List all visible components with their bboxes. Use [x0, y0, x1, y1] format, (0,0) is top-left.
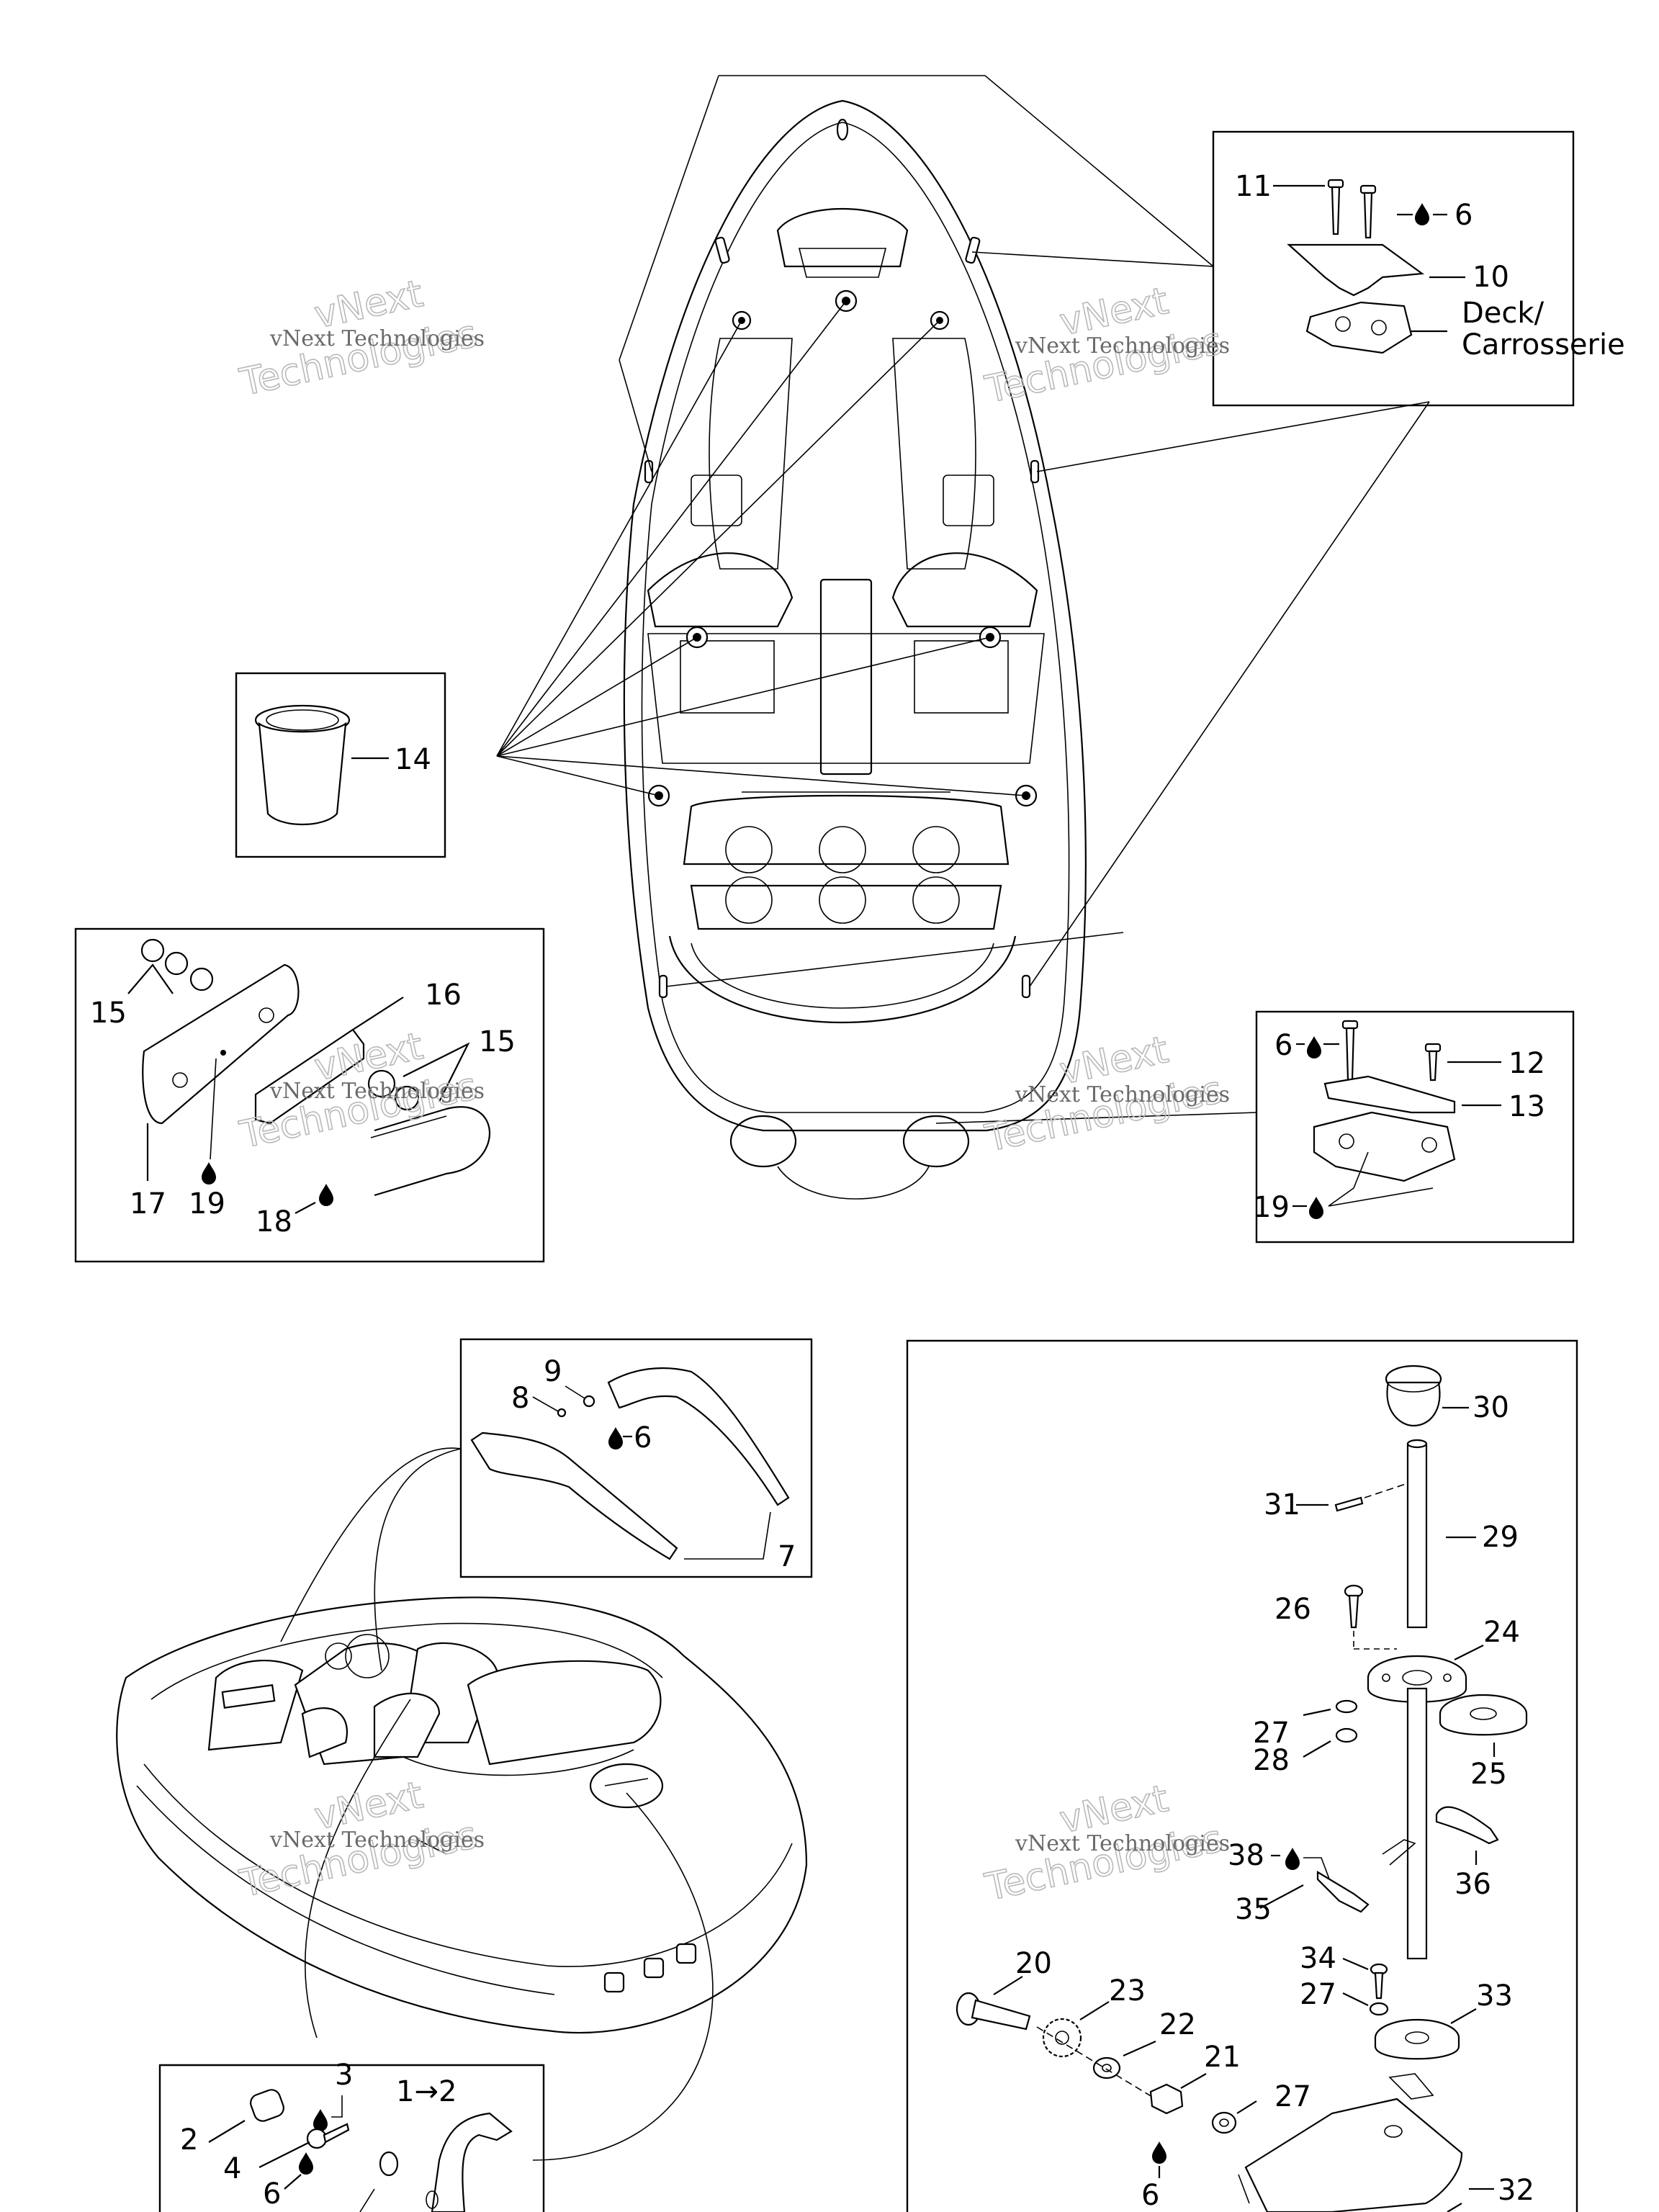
- retainer-strip: [1323, 1075, 1456, 1114]
- cup-holder-box: 14: [235, 672, 446, 858]
- callout-17: 17: [130, 1187, 166, 1220]
- callout-6b: 6: [1274, 1029, 1292, 1062]
- adhesive-drop-icon: [202, 1162, 216, 1184]
- callout-6e: 6: [1141, 2179, 1159, 2212]
- callout-16: 16: [425, 979, 462, 1012]
- callout-1-to-2: 1→2: [396, 2075, 457, 2108]
- callout-22: 22: [1159, 2008, 1196, 2041]
- callout-34: 34: [1300, 1942, 1336, 1975]
- adhesive-drop-icon: [1285, 1848, 1300, 1870]
- svg-text:vNext Technologies: vNext Technologies: [269, 1827, 485, 1853]
- screw-icon: [1327, 179, 1377, 239]
- svg-text:vNext Technologies: vNext Technologies: [1015, 333, 1230, 359]
- deck-top-view: [623, 99, 1087, 1200]
- deck-label-line1: Deck/: [1462, 297, 1545, 330]
- callout-33: 33: [1476, 1979, 1513, 2013]
- callout-28: 28: [1253, 1744, 1290, 1777]
- knob-part: [1385, 1364, 1442, 1427]
- callout-7: 7: [778, 1540, 796, 1573]
- callout-21: 21: [1204, 2041, 1241, 2074]
- boat-perspective-view: [116, 1447, 808, 2161]
- callout-19: 19: [189, 1187, 225, 1220]
- deck-leader-lines: [496, 75, 1430, 1124]
- callout-23: 23: [1109, 1974, 1146, 2008]
- shaft-part: [1406, 1442, 1428, 1629]
- bolt-part: [956, 1992, 1031, 2031]
- callout-25: 25: [1470, 1758, 1507, 1791]
- svg-text:vNext Technologies: vNext Technologies: [269, 1079, 485, 1104]
- callout-26: 26: [1274, 1593, 1311, 1626]
- adhesive-drop-icon: [319, 1184, 333, 1206]
- callout-6d: 6: [263, 2177, 281, 2211]
- callout-15a: 15: [90, 997, 127, 1030]
- clip-part: [1435, 1806, 1499, 1845]
- callout-30: 30: [1473, 1391, 1509, 1424]
- grab-handle-box: 9 8 6 7: [459, 1338, 813, 1578]
- callout-12: 12: [1509, 1047, 1545, 1080]
- adhesive-drop-icon: [299, 2152, 313, 2175]
- cleat-plate-box: 6 12 13 19: [1253, 1010, 1575, 1244]
- callout-4: 4: [223, 2152, 241, 2185]
- adhesive-drop-icon: [1307, 1036, 1321, 1058]
- cup-holder-part: [254, 704, 351, 825]
- callout-10: 10: [1473, 261, 1509, 294]
- deck-label-line2: Carrosserie: [1462, 328, 1625, 361]
- callout-6: 6: [1455, 199, 1473, 232]
- callout-18: 18: [256, 1205, 292, 1238]
- svg-text:vNext Technologies: vNext Technologies: [269, 326, 485, 351]
- adhesive-drop-icon: [1309, 1197, 1323, 1219]
- adhesive-drop-icon: [313, 2109, 328, 2131]
- callout-29: 29: [1482, 1521, 1519, 1554]
- callout-19b: 19: [1253, 1191, 1290, 1224]
- callout-2: 2: [180, 2123, 198, 2157]
- cleat-part: [1287, 243, 1425, 297]
- mounting-plate: [142, 963, 300, 1125]
- callout-32: 32: [1498, 2174, 1534, 2207]
- adhesive-drop-icon: [1152, 2141, 1166, 2164]
- lever-assembly-box: 30 29 31 26 24 27 28: [906, 1339, 1578, 2212]
- deck-section: [1313, 1111, 1456, 1182]
- callout-35: 35: [1235, 1893, 1272, 1926]
- callout-36: 36: [1455, 1868, 1491, 1901]
- bracket-detail-box: 15 16 15 17 19 18: [74, 927, 545, 1263]
- cup-holder-locations: [647, 289, 1038, 807]
- callout-15b: 15: [479, 1025, 516, 1058]
- u-bolt: [374, 1106, 490, 1197]
- callout-6c: 6: [634, 1421, 652, 1455]
- callout-13: 13: [1509, 1090, 1545, 1123]
- callout-27b: 27: [1300, 1978, 1336, 2011]
- callout-3: 3: [335, 2059, 353, 2092]
- adhesive-drop-icon: [608, 1427, 623, 1449]
- callout-20: 20: [1015, 1947, 1052, 1980]
- bracket-plate: [1244, 2098, 1463, 2212]
- callout-8: 8: [511, 1382, 529, 1415]
- spring-part: [1316, 1871, 1370, 1913]
- grab-handle-part: [470, 1431, 678, 1560]
- latch-arm: [431, 2112, 513, 2212]
- callout-9: 9: [544, 1355, 562, 1388]
- callout-27c: 27: [1274, 2080, 1311, 2113]
- grab-handle-part: [607, 1367, 790, 1506]
- callout-11: 11: [1235, 170, 1272, 203]
- callout-24: 24: [1483, 1616, 1520, 1649]
- deck-section: [1305, 301, 1413, 354]
- callout-31: 31: [1264, 1488, 1300, 1521]
- callout-14: 14: [395, 743, 431, 776]
- latch-detail-box: 1→2 3 2 4 6: [158, 2059, 545, 2212]
- adhesive-drop-icon: [1415, 203, 1429, 225]
- cleat-detail-box: 11 6 10 Deck/ Carrosserie: [1212, 130, 1625, 407]
- callout-27a: 27: [1253, 1717, 1290, 1750]
- svg-text:vNext Technologies: vNext Technologies: [1015, 1831, 1230, 1856]
- svg-text:vNext Technologies: vNext Technologies: [1015, 1082, 1230, 1107]
- callout-38: 38: [1228, 1839, 1264, 1872]
